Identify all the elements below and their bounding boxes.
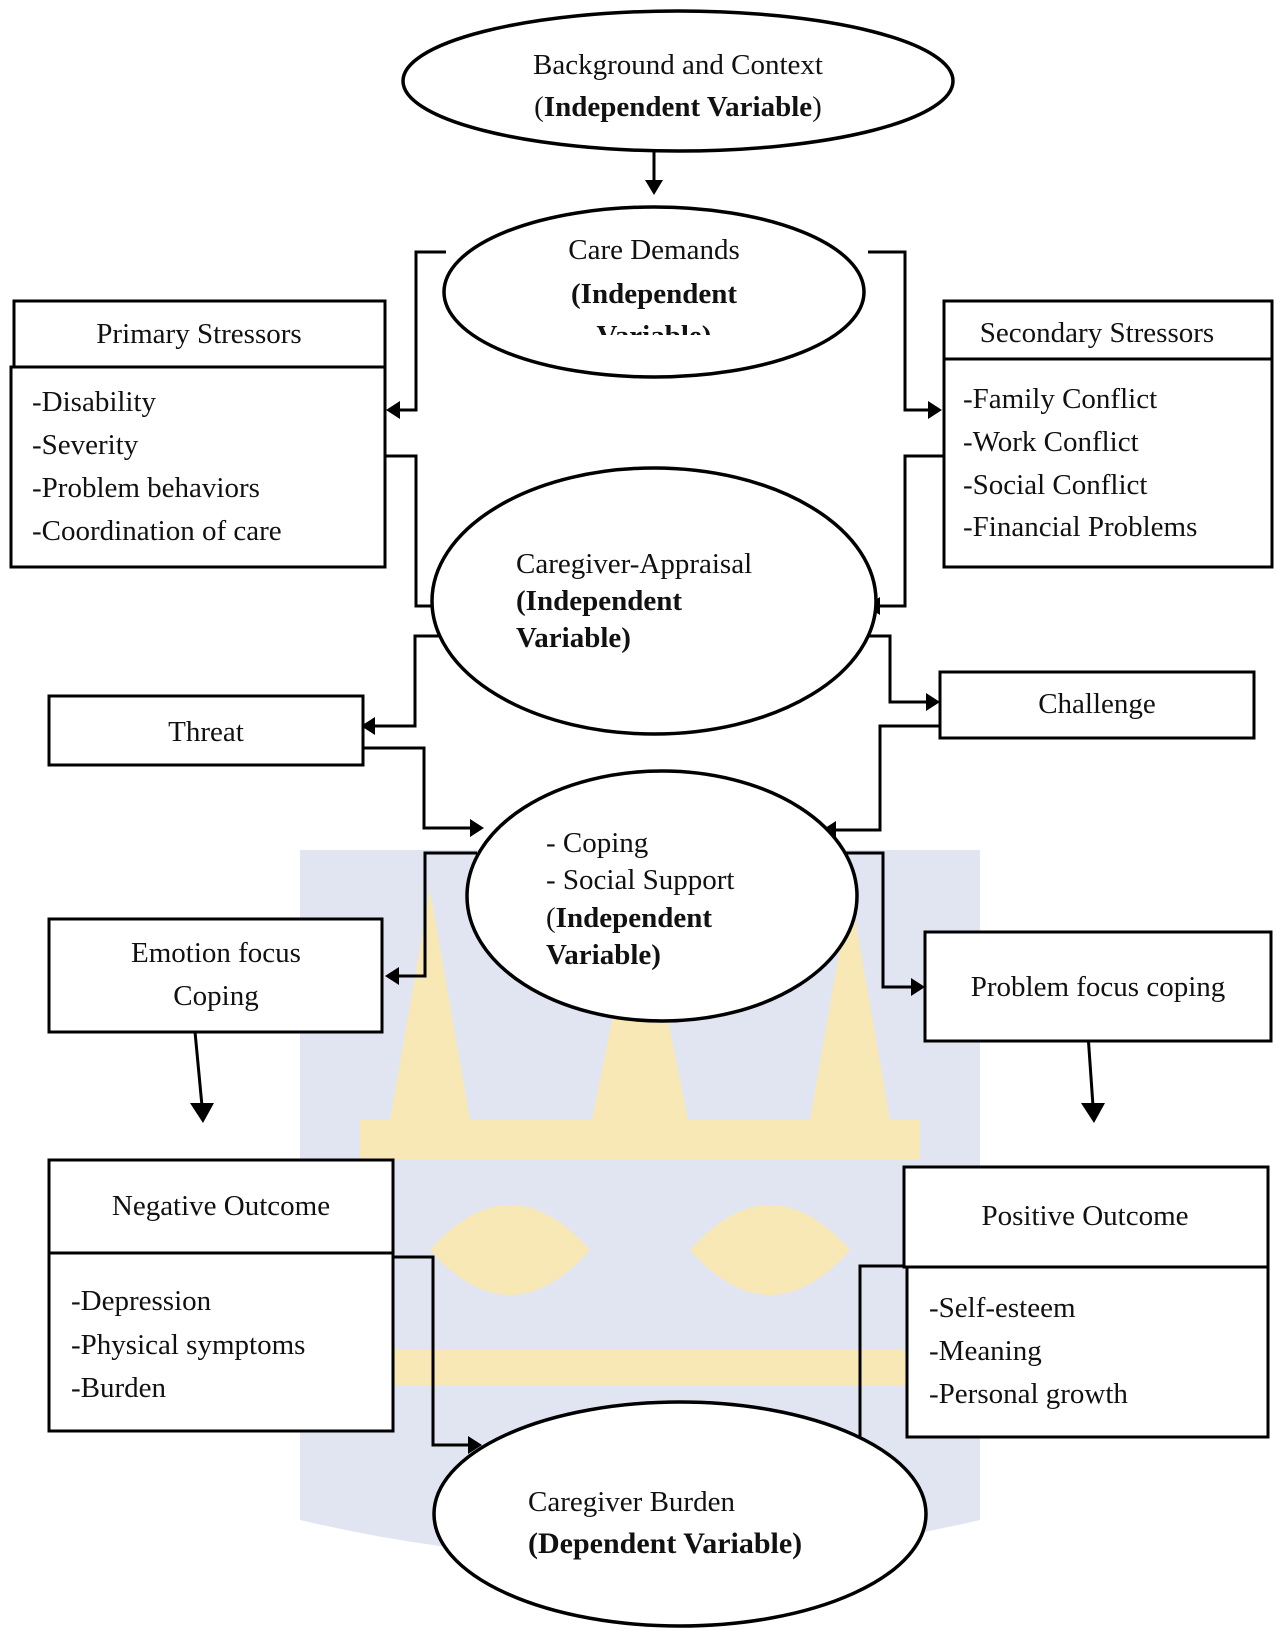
coping-support-node: - Coping - Social Support (Independent V… (465, 769, 859, 1023)
positive-outcome-item: -Meaning (929, 1335, 1042, 1367)
coping-variable-line2: Variable) (546, 939, 661, 971)
secondary-stressor-item: -Financial Problems (963, 511, 1197, 543)
care-demands-variable-line1: (Independent (571, 278, 737, 310)
secondary-stressor-item: -Family Conflict (963, 383, 1157, 415)
primary-stressor-item: -Severity (32, 429, 139, 461)
primary-stressors-box: Primary Stressors -Disability -Severity … (9, 299, 387, 569)
negative-outcome-title: Negative Outcome (112, 1190, 330, 1222)
emotion-focus-coping-box: Emotion focus Coping (47, 917, 384, 1034)
caregiver-burden-node: Caregiver Burden (Dependent Variable) (432, 1400, 928, 1628)
secondary-stressor-item: -Work Conflict (963, 426, 1139, 458)
appraisal-title: Caregiver-Appraisal (516, 548, 752, 580)
care-demands-variable-line2: Variable) (597, 320, 712, 352)
background-context-node: Background and Context (Independent Vari… (401, 9, 955, 153)
secondary-stressors-box: Secondary Stressors -Family Conflict -Wo… (942, 299, 1274, 569)
problem-focus-coping-box: Problem focus coping (923, 930, 1273, 1043)
secondary-stressors-title: Secondary Stressors (980, 317, 1214, 349)
secondary-stressor-item: -Social Conflict (963, 469, 1147, 501)
negative-outcome-item: -Burden (71, 1372, 167, 1404)
burden-title: Caregiver Burden (528, 1486, 735, 1518)
negative-outcome-item: -Depression (71, 1285, 212, 1317)
threat-label: Threat (168, 716, 244, 748)
positive-outcome-item: -Self-esteem (929, 1292, 1076, 1324)
primary-stressor-item: -Problem behaviors (32, 472, 260, 504)
background-variable-label: (Independent Variable) (534, 91, 822, 123)
connectors (190, 150, 1105, 1454)
watermark-crest (300, 850, 980, 1560)
positive-outcome-box: Positive Outcome -Self-esteem -Meaning -… (902, 1165, 1270, 1439)
challenge-label: Challenge (1038, 688, 1156, 720)
coping-line: - Coping (546, 827, 648, 859)
appraisal-variable-line1: (Independent (516, 585, 682, 617)
burden-variable-label: (Dependent Variable) (528, 1527, 802, 1560)
challenge-box: Challenge (938, 670, 1256, 740)
negative-outcome-box: Negative Outcome -Depression -Physical s… (47, 1158, 395, 1433)
positive-outcome-item: -Personal growth (929, 1378, 1128, 1410)
care-demands-node: Care Demands (Independent Variable) (442, 205, 866, 379)
appraisal-variable-line2: Variable) (516, 622, 631, 654)
positive-outcome-title: Positive Outcome (981, 1200, 1188, 1232)
problem-coping-label: Problem focus coping (971, 971, 1226, 1003)
negative-outcome-item: -Physical symptoms (71, 1329, 305, 1361)
social-support-line: - Social Support (546, 864, 735, 896)
background-title: Background and Context (533, 49, 823, 81)
primary-stressor-item: -Coordination of care (32, 515, 282, 547)
caregiver-appraisal-node: Caregiver-Appraisal (Independent Variabl… (430, 466, 878, 736)
care-demands-title: Care Demands (568, 234, 740, 266)
emotion-coping-line2: Coping (173, 980, 258, 1012)
primary-stressors-title: Primary Stressors (96, 318, 301, 350)
emotion-coping-line1: Emotion focus (131, 937, 301, 969)
coping-variable-line1: (Independent (546, 902, 712, 934)
threat-box: Threat (47, 694, 365, 767)
primary-stressor-item: -Disability (32, 386, 157, 418)
